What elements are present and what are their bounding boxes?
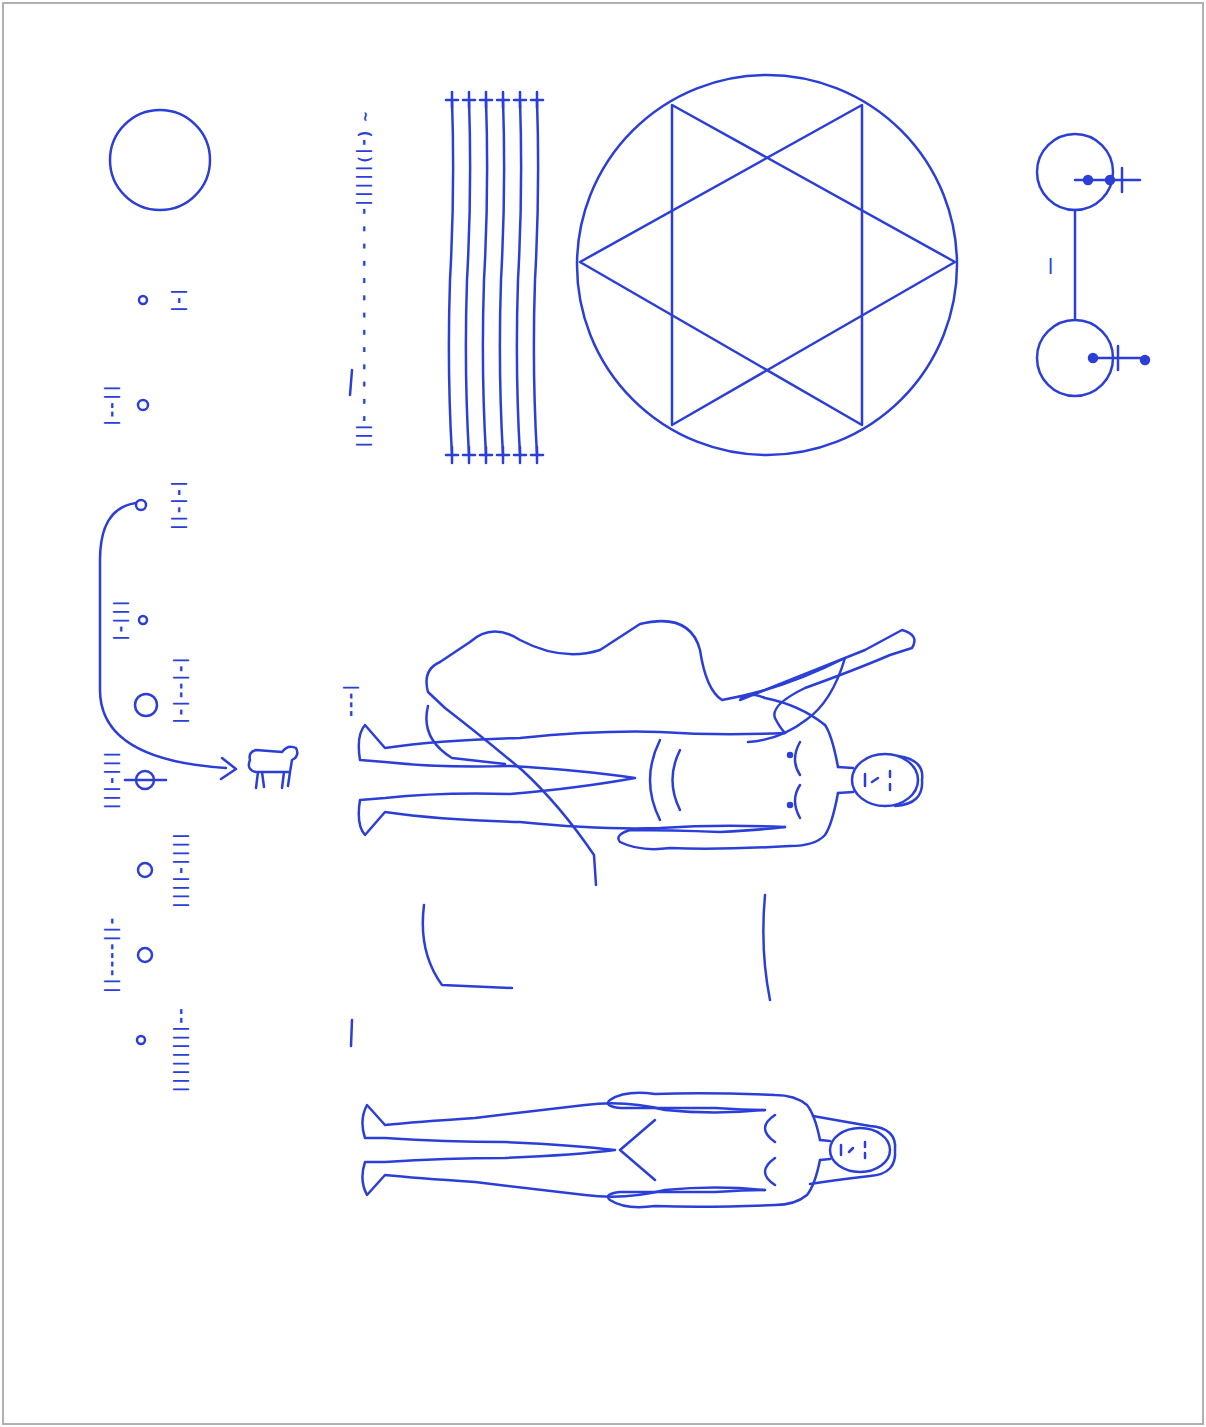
- solar-system-part: [138, 948, 152, 962]
- trajectory-arrow-part: [221, 758, 236, 779]
- solar-system-part: [110, 110, 210, 210]
- wave-lines-part: [500, 100, 504, 455]
- wave-lines-part: [517, 100, 521, 455]
- man-figure-part: [852, 754, 918, 806]
- wave-lines-part: [446, 454, 543, 457]
- spacecraft-outline: [423, 621, 845, 1000]
- pulsar-binary-mark: ~ (-|)|||||- - - - - - - - - - - - -|||: [357, 111, 373, 450]
- scale-bar-part: [351, 1020, 352, 1046]
- spacecraft-outline-part: [423, 905, 512, 988]
- man-figure: [359, 630, 923, 849]
- woman-figure: [362, 1093, 895, 1207]
- planet-distance-mark: --||||||||: [174, 1006, 190, 1094]
- wave-lines-part: [446, 99, 543, 102]
- spacecraft-icon-part: [249, 747, 297, 788]
- man-figure-part: [740, 630, 914, 733]
- man-figure-part: [650, 740, 800, 820]
- wave-lines-part: [483, 100, 487, 455]
- solar-system-part: [135, 694, 157, 716]
- planet-distance-mark: |-|: [172, 286, 188, 314]
- wave-lines-part: [466, 100, 470, 455]
- hydrogen-symbol-part: [1121, 168, 1124, 192]
- woman-figure-part: [830, 1128, 890, 1172]
- page-frame: [3, 3, 1203, 1424]
- hydrogen-symbol-part: [1084, 176, 1092, 184]
- wave-lines: [446, 92, 543, 463]
- man-figure-part: [618, 793, 838, 849]
- hexagram-part: [577, 75, 957, 455]
- scale-binary-mark: |---: [344, 682, 360, 719]
- hexagram: [577, 75, 957, 455]
- wave-lines-part: [452, 447, 537, 463]
- woman-figure-part: [820, 1140, 830, 1160]
- man-figure-part: [865, 771, 890, 790]
- planet-distance-mark: ||--|: [105, 382, 121, 427]
- planet-distance-mark: |-|-||: [172, 478, 188, 532]
- woman-figure-part: [810, 1116, 895, 1184]
- man-figure-part: [838, 767, 853, 793]
- man-figure-part: [895, 756, 922, 806]
- woman-figure-part: [841, 1142, 865, 1158]
- hydrogen-symbol-part: [1089, 354, 1097, 362]
- hydrogen-symbol: [1037, 134, 1149, 396]
- planet-distance-mark: |||-|: [114, 597, 130, 642]
- planet-distance-mark: -||----||: [105, 915, 121, 995]
- solar-system-part: [138, 400, 148, 410]
- wave-lines-part: [452, 92, 537, 108]
- hydrogen-symbol-part: [1141, 356, 1149, 364]
- solar-system-part: [139, 296, 147, 304]
- man-figure-part: [788, 803, 792, 807]
- solar-system-part: [125, 779, 166, 782]
- trajectory-arrow: [100, 503, 236, 779]
- hydrogen-symbol-part: [1037, 134, 1113, 210]
- solar-system-part: [137, 1036, 145, 1044]
- hydrogen-binary-mark: |: [1045, 257, 1056, 273]
- hydrogen-symbol-part: [1117, 346, 1120, 370]
- planet-distance-mark: ||||-||||: [174, 830, 190, 910]
- wave-lines-part: [449, 100, 453, 455]
- spacecraft-outline-part: [426, 706, 505, 764]
- hexagram-part: [580, 105, 862, 425]
- spacecraft-icon: [249, 747, 297, 788]
- man-figure-part: [788, 753, 792, 757]
- woman-figure-part: [362, 1103, 765, 1196]
- hexagram-part: [672, 105, 955, 425]
- solar-system-part: [138, 863, 152, 877]
- plaque-lines: [100, 75, 1149, 1207]
- wave-lines-part: [534, 100, 538, 455]
- solar-system-part: [136, 500, 146, 510]
- spacecraft-outline-part: [763, 895, 770, 1000]
- woman-figure-part: [620, 1115, 775, 1185]
- man-figure-part: [825, 725, 838, 767]
- planet-distance-mark: |||-|||: [105, 749, 121, 811]
- hydrogen-symbol-part: [1074, 210, 1077, 320]
- spacecraft-outline-part: [427, 621, 846, 885]
- solar-system: [110, 110, 210, 1044]
- trajectory-arrow-part: [100, 503, 226, 768]
- man-figure-part: [359, 725, 785, 835]
- scale-bar-part: [350, 370, 352, 395]
- solar-system-part: [139, 616, 147, 624]
- planet-distance-mark: |-|--|-|: [174, 654, 190, 725]
- hydrogen-symbol-part: [1106, 176, 1114, 184]
